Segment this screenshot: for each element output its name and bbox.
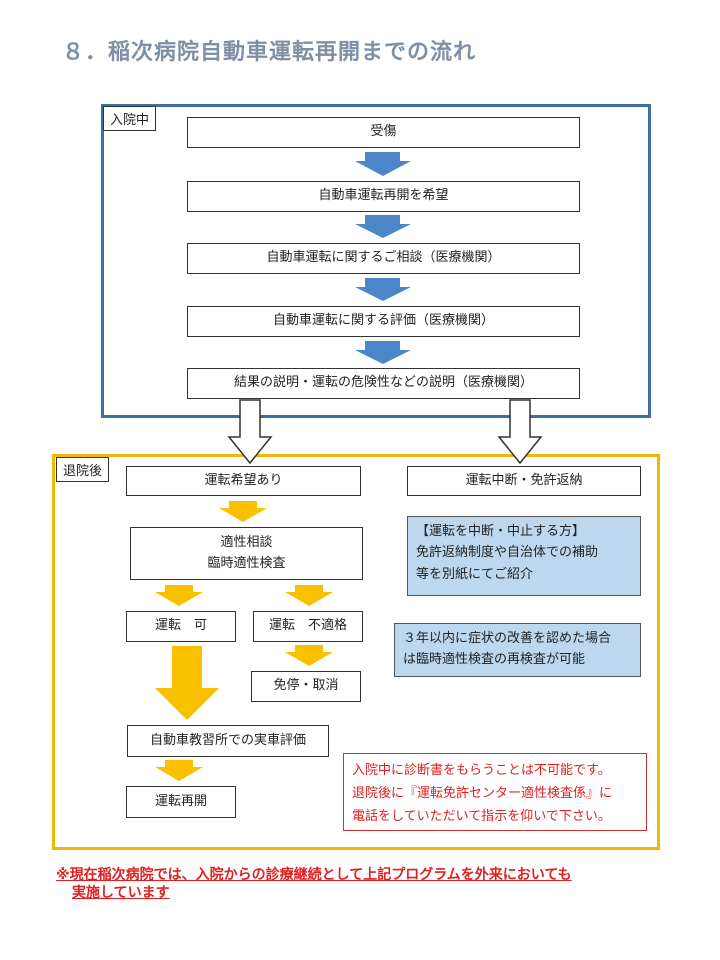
stop-note-line: 免許返納制度や自治体での補助 [416,545,599,561]
retest-note-line: は臨時適性検査の再検査が可能 [403,652,586,668]
stop-note-heading: 【運転を中断・中止する方】 [416,524,586,539]
aptitude-consult-box: 適性相談 臨時適性検査 [130,527,363,580]
down-arrow-icon [355,152,411,176]
down-arrow-icon [355,215,411,238]
down-arrow-icon [155,585,203,606]
discharge-section [52,454,660,850]
retest-note: ３年以内に症状の改善を認めた場合 は臨時適性検査の再検査が可能 [394,623,641,677]
large-down-arrow-icon [155,646,219,720]
down-arrow-icon [219,501,267,522]
aptitude-consult-label: 適性相談 [220,534,273,550]
result-ng-box: 運転 不適格 [253,611,363,642]
warning-line: 退院後に『運転免許センター適性検査係』に [352,785,613,801]
step-wish-resume: 自動車運転再開を希望 [187,181,580,212]
footer-line: ※現在稲次病院では、入院からの診療継続として上記プログラムを外来においても [56,867,572,883]
down-arrow-icon [285,645,333,666]
discharge-label: 退院後 [56,457,110,482]
warning-line: 入院中に診断書をもらうことは不可能です。 [352,763,611,778]
inpatient-label: 入院中 [103,106,157,131]
down-arrow-icon [155,760,203,781]
step-evaluation: 自動車運転に関する評価（医療機関） [187,306,580,337]
wish-drive-box: 運転希望あり [126,466,361,496]
inpatient-section [101,104,651,418]
step-consultation: 自動車運転に関するご相談（医療機関） [187,243,580,274]
page-title: ８．稲次病院自動車運転再開までの流れ [62,40,477,65]
down-arrow-icon [355,278,411,301]
driving-school-eval-box: 自動車教習所での実車評価 [127,725,329,757]
footer-note: ※現在稲次病院では、入院からの診療継続として上記プログラムを外来においても 実施… [56,866,666,902]
step-injury: 受傷 [187,117,580,148]
hollow-down-arrow-icon [227,399,273,465]
certificate-warning-note: 入院中に診断書をもらうことは不可能です。 退院後に『運転免許センター適性検査係』… [343,753,647,831]
resume-driving-box: 運転再開 [126,786,236,818]
step-explanation: 結果の説明・運転の危険性などの説明（医療機関） [187,368,580,399]
retest-note-line: ３年以内に症状の改善を認めた場合 [403,631,612,646]
down-arrow-icon [285,585,333,606]
stop-driving-note: 【運転を中断・中止する方】 免許返納制度や自治体での補助 等を別紙にてご紹介 [407,516,641,596]
suspend-revoke-box: 免停・取消 [251,671,361,702]
temporary-test-label: 臨時適性検査 [207,555,286,571]
down-arrow-icon [355,341,411,364]
hollow-down-arrow-icon [497,399,543,465]
footer-line: 実施しています [72,885,170,902]
stop-note-line: 等を別紙にてご紹介 [416,566,534,582]
result-ok-box: 運転 可 [126,611,236,642]
warning-line: 電話をしていただいて指示を仰いで下さい。 [352,808,611,824]
stop-return-box: 運転中断・免許返納 [407,466,641,496]
